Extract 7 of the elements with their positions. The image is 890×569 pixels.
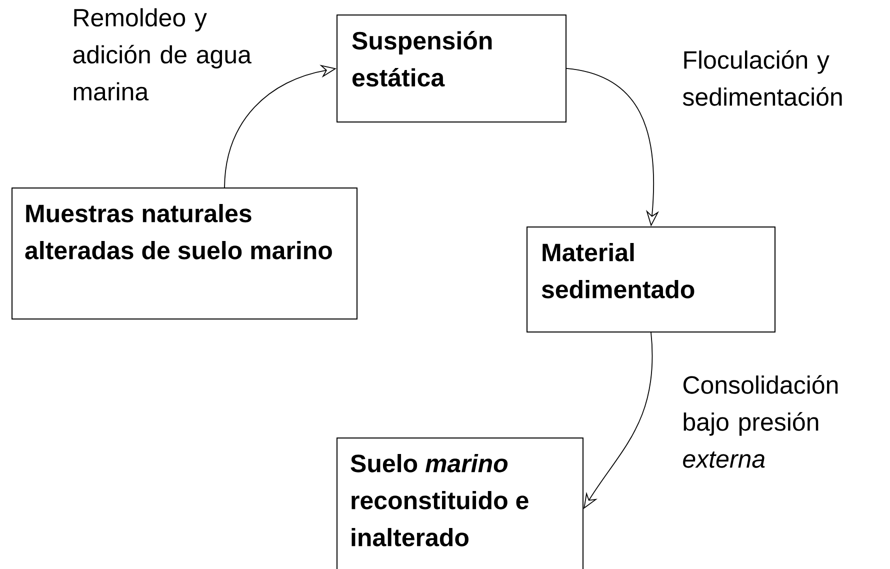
- process-box: Suspensión estática: [336, 14, 566, 122]
- edge-label: Floculación y sedimentación: [682, 50, 842, 106]
- process-box: Suelo marino reconstituido e inalterado: [336, 437, 584, 569]
- process-box: Muestras naturales alteradas de suelo marino: [12, 188, 358, 320]
- process-box: Material sedimentado: [526, 226, 776, 332]
- edge-label: Remoldeo y adición de agua marina: [73, 8, 252, 101]
- edge-label: Consolidación bajo presión externa: [683, 375, 838, 468]
